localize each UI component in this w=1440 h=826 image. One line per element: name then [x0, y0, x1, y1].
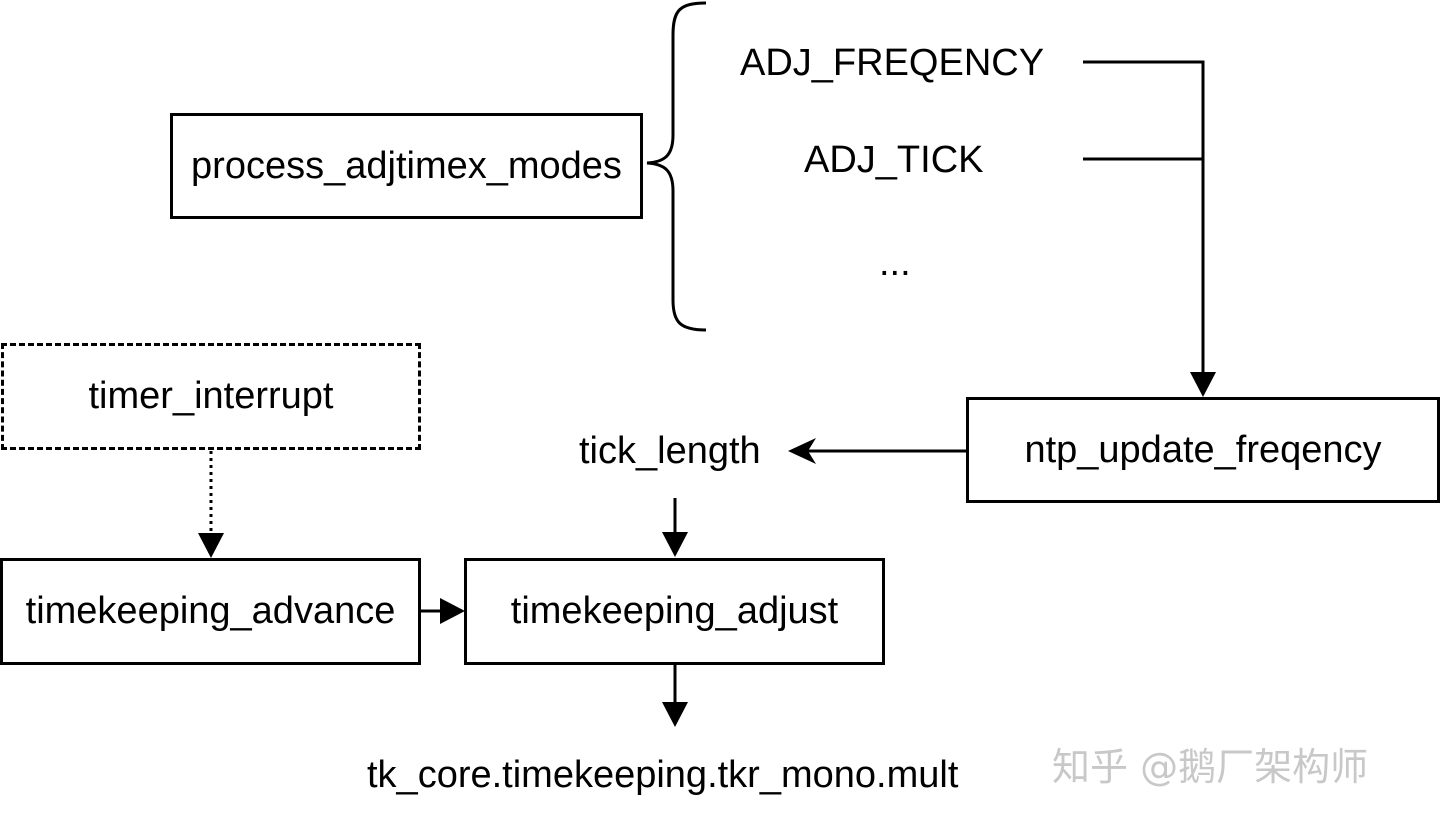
node-timekeeping-advance-label: timekeeping_advance: [25, 590, 396, 632]
edge-adj-frequency: [1083, 60, 1205, 372]
watermark: 知乎 @鹅厂架构师: [1052, 745, 1369, 789]
label-adj-frequency: ADJ_FREQENCY: [740, 42, 1045, 84]
node-timekeeping-adjust-label: timekeeping_adjust: [510, 590, 839, 632]
node-ntp-update-freqency-label: ntp_update_freqency: [1024, 428, 1382, 471]
label-tk-core-mult: tk_core.timekeeping.tkr_mono.mult: [367, 754, 959, 796]
arrowhead-to-ntp-update: [1190, 372, 1216, 397]
node-ntp-update-freqency: ntp_update_freqency: [966, 397, 1440, 503]
arrowhead-to-mult: [662, 702, 688, 727]
label-adj-tick: ADJ_TICK: [804, 139, 984, 181]
arrowhead-to-adjust-left: [440, 598, 465, 624]
node-timekeeping-advance: timekeeping_advance: [0, 558, 421, 665]
node-process-adjtimex-modes-label: process_adjtimex_modes: [191, 144, 622, 187]
arrowhead-to-adjust-top: [662, 532, 688, 557]
label-ellipsis: ...: [879, 242, 911, 284]
node-timekeeping-adjust: timekeeping_adjust: [464, 558, 885, 665]
node-timer-interrupt: timer_interrupt: [1, 343, 421, 450]
mode-group-brace: [646, 1, 707, 332]
node-timer-interrupt-label: timer_interrupt: [88, 375, 334, 417]
label-tick-length: tick_length: [579, 430, 761, 472]
node-process-adjtimex-modes: process_adjtimex_modes: [170, 113, 643, 219]
arrowhead-to-advance: [198, 533, 224, 558]
arrowhead-to-tick-length: [788, 438, 816, 464]
